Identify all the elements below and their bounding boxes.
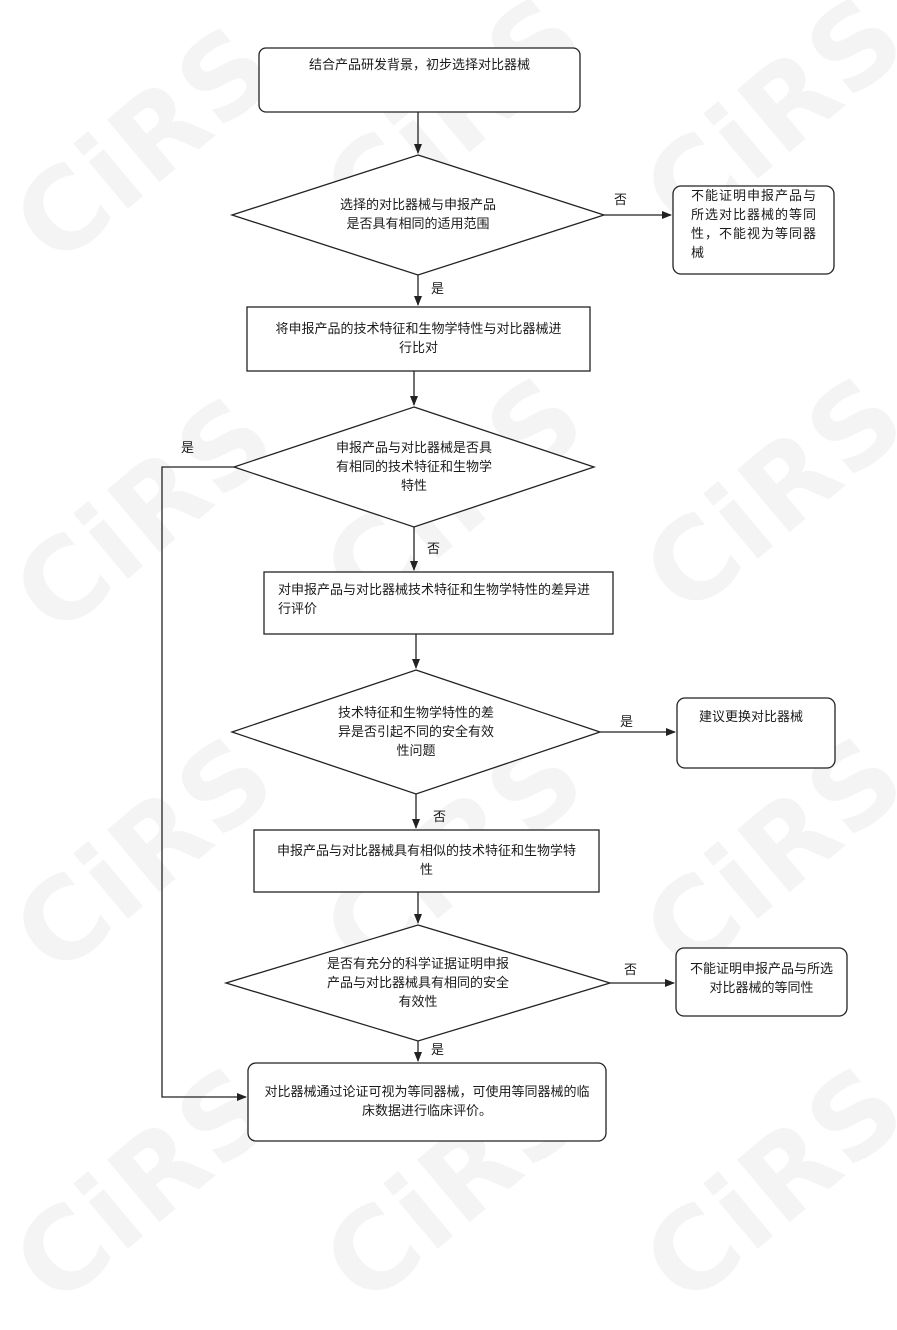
label-d3-no: 否 — [433, 810, 447, 825]
process-3-box — [253, 829, 600, 893]
start-text: 结合产品研发背景，初步选择对比器械 — [308, 57, 530, 73]
result-3-box — [676, 697, 836, 769]
result-4-text: 不能证明申报产品与所选对比器械的等同性 — [689, 962, 833, 996]
result-1-box — [672, 185, 835, 275]
process-2-text: 对申报产品与对比器械技术特征和生物学特性的差异进行评价 — [278, 583, 591, 617]
result-4-box — [675, 947, 848, 1017]
label-d1-yes: 是 — [431, 282, 445, 297]
decision-3-text: 技术特征和生物学特性的差异是否引起不同的安全有效性问题 — [337, 705, 494, 759]
edge-d2-end-bypass — [161, 466, 247, 1101]
decision-4-text: 是否有充分的科学证据证明申报产品与对比器械具有相同的安全有效性 — [326, 956, 509, 1010]
end-box — [247, 1062, 607, 1142]
flowchart-shapes — [161, 47, 848, 1142]
decision-2-text: 申报产品与对比器械是否具有相同的技术特征和生物学特性 — [335, 440, 492, 494]
result-1-text: 不能证明申报产品与所选对比器械的等同性，不能视为等同器械 — [691, 189, 818, 261]
process-1-box — [246, 306, 591, 372]
result-3-text: 建议更换对比器械 — [699, 709, 804, 725]
label-d4-yes: 是 — [431, 1043, 445, 1058]
label-d1-no: 否 — [614, 193, 628, 208]
label-d2-yes: 是 — [181, 441, 195, 456]
process-2-box — [263, 571, 614, 635]
start-box — [258, 47, 581, 113]
process-1-text: 将申报产品的技术特征和生物学特性与对比器械进行比对 — [275, 322, 562, 356]
process-3-text: 申报产品与对比器械具有相似的技术特征和生物学特性 — [276, 844, 576, 878]
label-d4-no: 否 — [624, 963, 638, 978]
end-text: 对比器械通过论证可视为等同器械，可使用等同器械的临床数据进行临床评价。 — [264, 1085, 590, 1119]
decision-1-text: 选择的对比器械与申报产品是否具有相同的适用范围 — [339, 198, 496, 232]
label-d2-no: 否 — [427, 542, 441, 557]
label-d3-yes: 是 — [620, 715, 634, 730]
